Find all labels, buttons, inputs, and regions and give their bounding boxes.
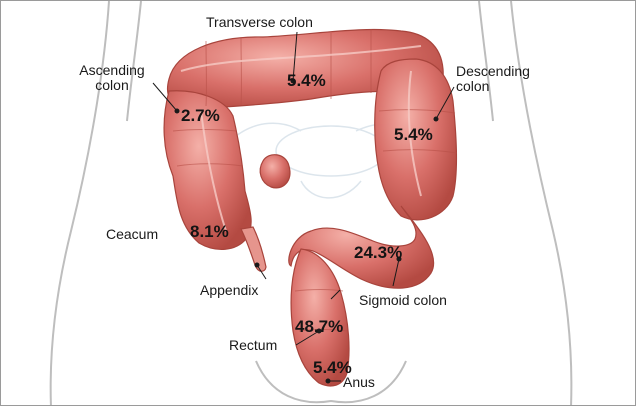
descending-colon-percent: 5.4% (394, 126, 433, 144)
anus-label: Anus (343, 375, 375, 390)
descending-colon-label-line2: colon (456, 79, 530, 94)
ceacum-percent: 8.1% (190, 223, 229, 241)
transverse-colon-percent: 5.4% (287, 72, 326, 90)
ascending-colon-label-line2: colon (67, 78, 157, 93)
descending-colon-label: Descending colon (456, 64, 530, 94)
appendix-label: Appendix (200, 283, 258, 298)
ceacum-label: Ceacum (106, 227, 158, 242)
ascending-colon-percent: 2.7% (181, 107, 220, 125)
rectum-label: Rectum (229, 338, 277, 353)
sigmoid-colon-label: Sigmoid colon (359, 293, 447, 308)
transverse-colon-label: Transverse colon (206, 15, 313, 30)
rectum-percent: 48.7% (295, 318, 343, 336)
anus-percent: 5.4% (313, 359, 352, 377)
ascending-colon-label: Ascending colon (67, 63, 157, 93)
descending-colon-label-line1: Descending (456, 64, 530, 79)
sigmoid-colon-percent: 24.3% (354, 244, 402, 262)
ascending-colon-label-line1: Ascending (67, 63, 157, 78)
